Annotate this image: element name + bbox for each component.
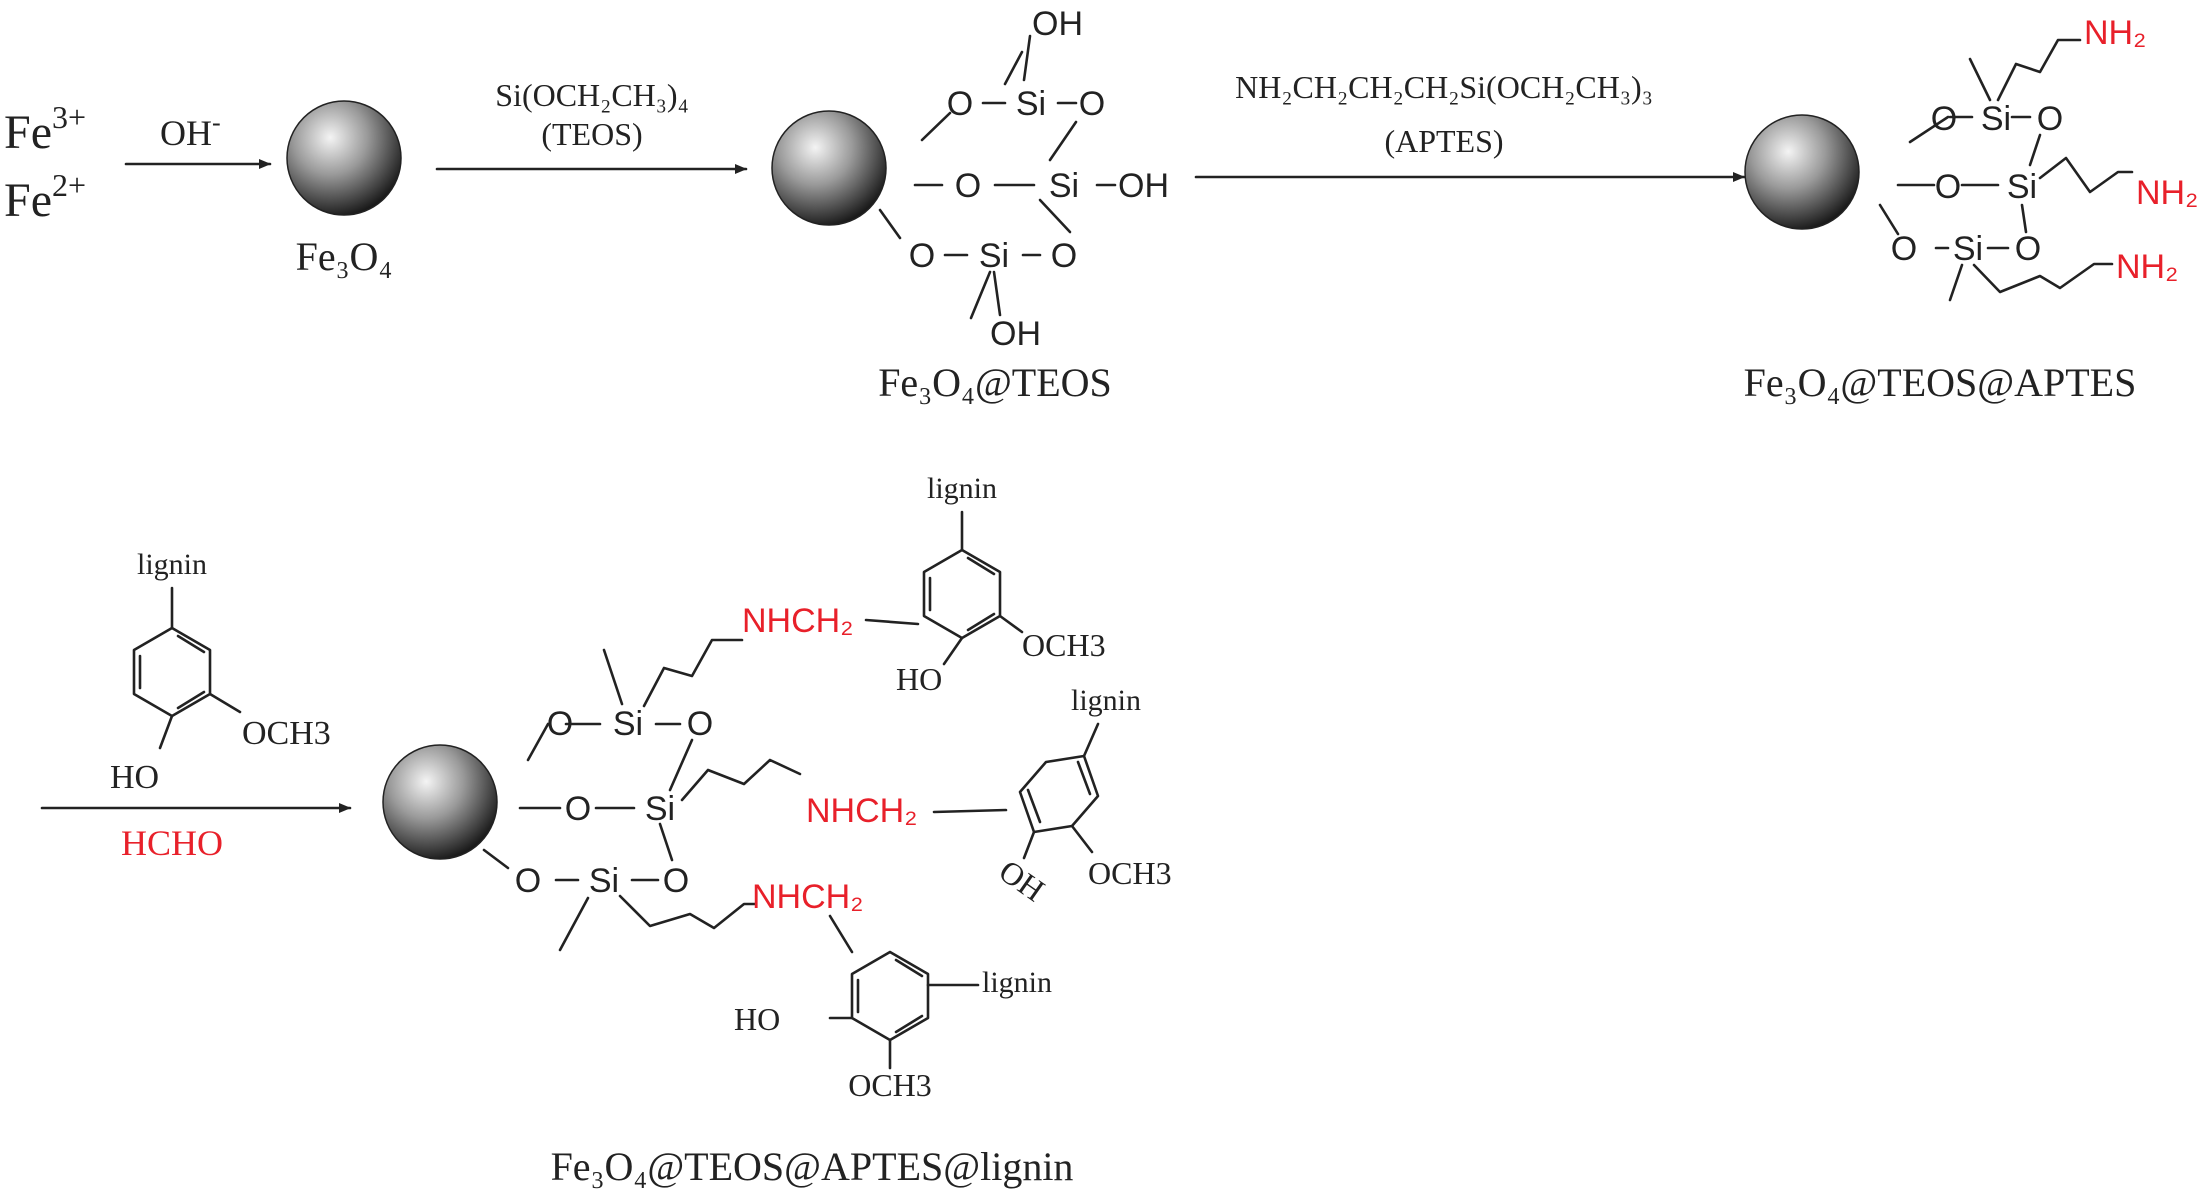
silicon-atom: Si [2007,168,2037,206]
silicon-atom: Si [979,237,1009,275]
step2-arrow: Si(OCH₂CH₃)₄ (TEOS) [435,77,748,174]
final-product-label: Fe₃O₄@TEOS@APTES@lignin [551,1144,1074,1189]
oxygen-atom: O [909,237,935,275]
fe3o4-label: Fe₃O₄ [296,234,393,279]
amine-group: NH₂ [2136,174,2198,212]
amine-group: NH₂ [2084,14,2146,52]
step1-arrow: OH- [124,108,272,169]
formaldehyde-reagent: HCHO [121,823,223,863]
silicon-atom: Si [613,705,643,743]
oxygen-atom: O [687,705,713,743]
silicon-atom: Si [1981,100,2011,138]
fe3o4-sphere [382,744,498,860]
aminomethyl-linker: NHCH₂ [742,602,853,640]
oxygen-atom: O [2037,100,2063,138]
hydroxyl-group: HO [734,1001,780,1037]
fe3o4-teos-structure: OH O Si O O Si OH O Si O OH [771,5,1169,353]
oxygen-atom: O [1891,230,1917,268]
hydroxyl-group: OH [990,315,1041,353]
oxygen-atom: O [547,705,573,743]
fe3o4-sphere [1744,114,1860,230]
hydroxyl-group: HO [110,759,159,796]
teos-abbrev: (TEOS) [541,116,642,152]
hydroxide-reagent: OH- [160,108,221,153]
methoxy-group: OCH3 [848,1067,932,1103]
fe3-ion: Fe3+ [4,99,86,159]
lignin-substituent: lignin [927,472,997,505]
oxygen-atom: O [1935,168,1961,206]
hydroxyl-group: HO [896,661,942,697]
lignin-substituent: lignin [982,966,1052,999]
oxygen-atom: O [515,862,541,900]
silicon-atom: Si [1016,85,1046,123]
methoxy-group: OCH3 [1022,627,1106,663]
lignin-substituent: lignin [1071,684,1141,717]
oxygen-atom: O [1931,100,1957,138]
aminomethyl-linker: NHCH₂ [752,878,863,916]
methoxy-group: OCH3 [242,715,331,752]
amine-group: NH₂ [2116,248,2178,286]
oxygen-atom: O [1079,85,1105,123]
fe3o4-teos-aptes-structure: O Si O O Si O Si O NH₂ NH₂ NH₂ [1744,14,2198,302]
teos-reagent: Si(OCH₂CH₃)₄ [495,77,688,113]
oxygen-atom: O [1051,237,1077,275]
fe3o4-teos-label: Fe₃O₄@TEOS [878,360,1112,405]
lignin-reagent: lignin OCH3 HO [110,548,331,796]
hydroxyl-group: OH [993,852,1052,908]
aptes-reagent: NH₂CH₂CH₂CH₂Si(OCH₂CH₃)₃ [1235,69,1653,105]
final-product-structure: O Si O O Si O Si O NHCH₂ lignin OCH3 HO … [382,472,1172,1103]
oxygen-atom: O [2015,230,2041,268]
oxygen-atom: O [663,862,689,900]
oxygen-atom: O [955,167,981,205]
hydroxyl-group: OH [1118,167,1169,205]
fe3o4-sphere [286,100,402,216]
silicon-atom: Si [1953,230,1983,268]
methoxy-group: OCH3 [1088,855,1172,891]
silicon-atom: Si [589,862,619,900]
lignin-substituent: lignin [137,548,207,581]
oxygen-atom: O [947,85,973,123]
silicon-atom: Si [1049,167,1079,205]
step4-arrow: HCHO [40,803,352,863]
silicon-atom: Si [645,790,675,828]
aminomethyl-linker: NHCH₂ [806,792,917,830]
hydroxyl-group: OH [1032,5,1083,43]
fe3o4-sphere [771,110,887,226]
fe2-ion: Fe2+ [4,167,86,227]
reactants: Fe3+ Fe2+ [4,99,86,227]
fe3o4-teos-aptes-label: Fe₃O₄@TEOS@APTES [1744,360,2137,405]
step3-arrow: NH₂CH₂CH₂CH₂Si(OCH₂CH₃)₃ (APTES) [1194,69,1746,182]
oxygen-atom: O [565,790,591,828]
aptes-abbrev: (APTES) [1384,123,1503,159]
